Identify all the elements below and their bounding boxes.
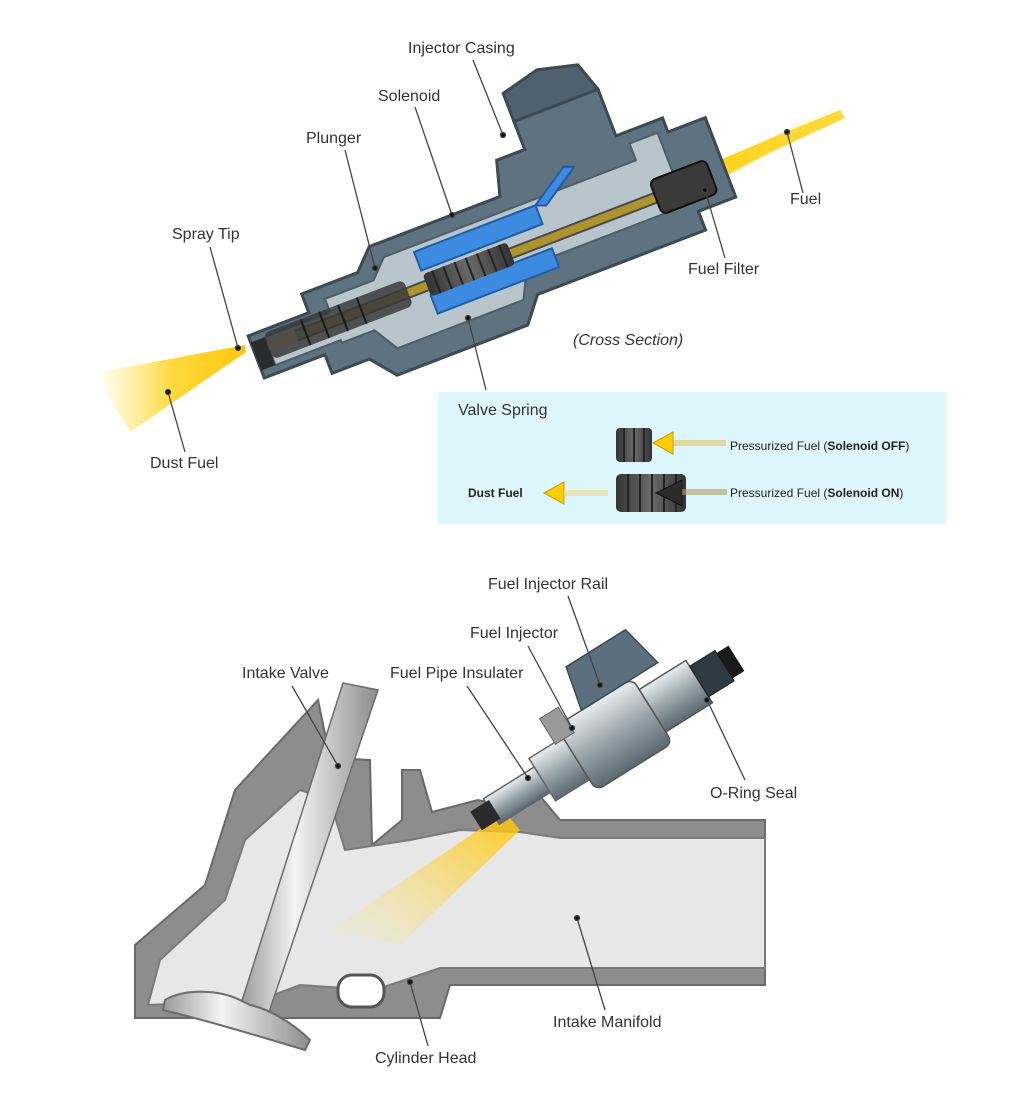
legend-graphics bbox=[542, 428, 727, 512]
label-intake-manifold: Intake Manifold bbox=[553, 1014, 662, 1031]
label-spray-tip: Spray Tip bbox=[172, 226, 240, 243]
legend-title: Valve Spring bbox=[458, 402, 548, 419]
label-dust-fuel: Dust Fuel bbox=[150, 455, 219, 472]
intake-installation bbox=[134, 595, 766, 1052]
plunger bbox=[264, 281, 412, 358]
label-solenoid: Solenoid bbox=[378, 88, 441, 105]
label-fuel-injector-rail: Fuel Injector Rail bbox=[488, 576, 609, 593]
label-fuel-injector: Fuel Injector bbox=[470, 625, 559, 642]
spray-tip bbox=[250, 337, 276, 371]
intake-spray bbox=[330, 812, 520, 945]
label-cross-section: (Cross Section) bbox=[573, 332, 684, 349]
solenoid-coil-top bbox=[412, 204, 544, 272]
label-fuel-pipe-insulater: Fuel Pipe Insulater bbox=[390, 665, 524, 682]
label-fuel-filter: Fuel Filter bbox=[688, 261, 760, 278]
label-o-ring-seal: O-Ring Seal bbox=[710, 785, 798, 802]
fuel-injector bbox=[470, 628, 745, 831]
label-injector-casing: Injector Casing bbox=[408, 40, 515, 57]
fuel-filter bbox=[649, 160, 718, 214]
label-cylinder-head: Cylinder Head bbox=[375, 1050, 477, 1067]
intake-valve bbox=[161, 682, 379, 1052]
legend-row-on: Pressurized Fuel (Solenoid ON) bbox=[730, 486, 904, 500]
o-ring-seal bbox=[716, 645, 745, 679]
label-intake-valve: Intake Valve bbox=[242, 665, 329, 682]
valve-spring-legend: Valve Spring Pressurized Fuel (Solenoid … bbox=[438, 392, 946, 524]
legend-row-off: Pressurized Fuel (Solenoid OFF) bbox=[730, 439, 910, 453]
legend-dust-fuel: Dust Fuel bbox=[468, 486, 523, 500]
spray-cone bbox=[100, 345, 246, 432]
fuel-injector-rail bbox=[538, 706, 575, 745]
label-fuel: Fuel bbox=[790, 191, 822, 208]
legend-arrow-off bbox=[651, 431, 674, 455]
label-plunger: Plunger bbox=[306, 130, 362, 147]
injector-cross-section bbox=[100, 59, 845, 453]
legend-arrow-on-out bbox=[542, 481, 565, 505]
